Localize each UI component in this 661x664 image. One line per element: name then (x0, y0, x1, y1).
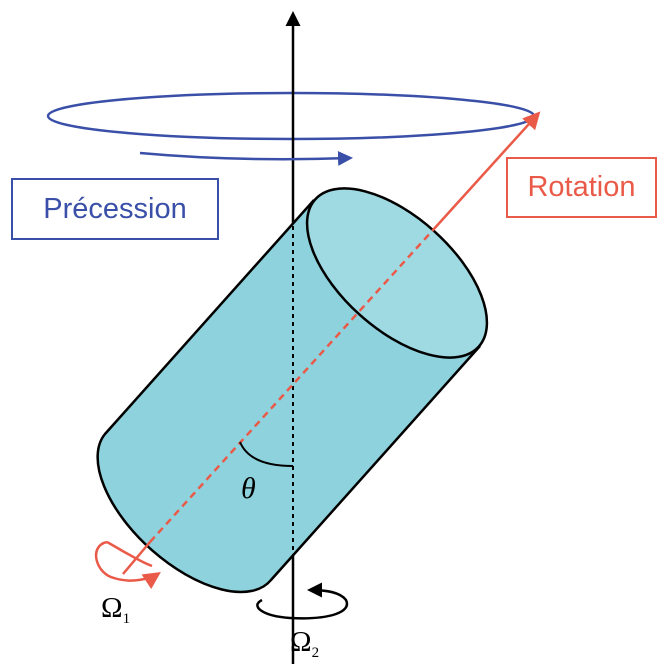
omega1-symbol: Ω (101, 592, 123, 624)
theta-angle-arc (239, 441, 294, 467)
omega1-spin-arrow (94, 540, 161, 590)
omega2-subscript: 2 (311, 645, 320, 661)
precession-direction-arrow (139, 150, 353, 166)
rotation-axis-dashed (149, 229, 434, 543)
omega2-spin-arrow (256, 582, 349, 620)
omega1-label: Ω1 (101, 592, 130, 628)
rotation-label: Rotation (506, 157, 657, 218)
rotation-axis-solid (432, 111, 541, 231)
omega1-spin-arrow-back (106, 540, 153, 568)
cylinder-end-cap (305, 187, 489, 359)
omega1-subscript: 1 (122, 611, 131, 627)
precession-label: Précession (11, 178, 219, 240)
omega2-symbol: Ω (290, 626, 312, 658)
precession-orbit-ellipse (46, 91, 536, 141)
omega2-label: Ω2 (290, 626, 319, 662)
theta-label: θ (241, 472, 256, 505)
